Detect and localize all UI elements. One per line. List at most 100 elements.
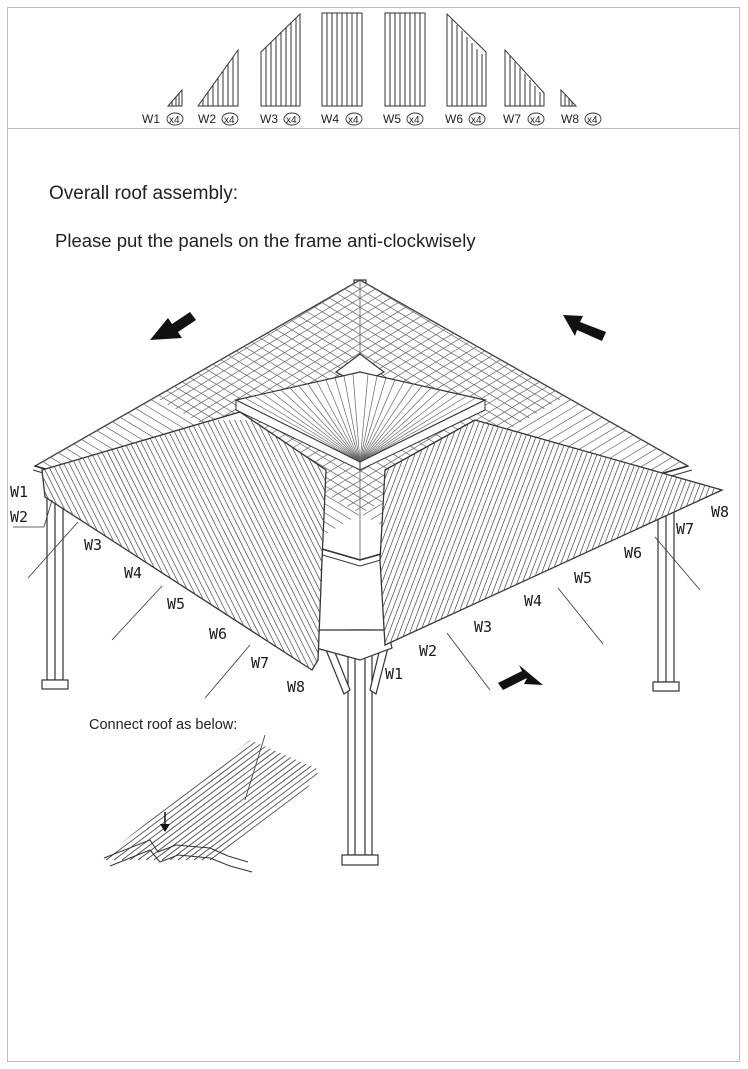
roof-rib	[383, 420, 495, 645]
roof-rib	[280, 389, 361, 463]
right-panel-labels: W1 W2 W3 W4 W5 W6 W7 W8	[385, 503, 729, 683]
roof-rib	[380, 420, 453, 645]
roof-connection-detail	[100, 734, 320, 873]
roof-rib	[283, 419, 326, 670]
part-w5-code: W5	[383, 112, 401, 126]
label-right-w6: W6	[624, 544, 642, 562]
roof-rib	[209, 740, 320, 861]
roof-rib	[113, 740, 275, 861]
roof-rib	[193, 740, 320, 861]
roof-rib	[244, 397, 361, 463]
roof-rib	[477, 420, 589, 645]
roof-rib	[380, 420, 469, 645]
label-left-w2: W2	[10, 508, 28, 526]
roof-rib	[250, 419, 326, 670]
label-left-w1: W1	[10, 483, 28, 501]
label-right-w5: W5	[574, 569, 592, 587]
roof-rib	[137, 740, 299, 861]
part-w6-qty: x4	[471, 115, 482, 126]
roof-rib	[289, 419, 326, 670]
roof-rib	[380, 420, 438, 645]
roof-rib	[179, 419, 320, 670]
roof-rib	[359, 385, 423, 463]
roof-rib	[380, 420, 433, 645]
part-w6-code: W6	[445, 112, 463, 126]
roof-rib	[359, 379, 396, 463]
part-w2-qty: x4	[224, 115, 235, 126]
roof-rib	[446, 420, 557, 645]
part-w3-qty: x4	[286, 115, 297, 126]
roof-rib	[380, 420, 459, 645]
part-w1-panel	[166, 88, 183, 107]
roof-rib	[267, 419, 326, 670]
roof-rib	[399, 420, 511, 645]
roof-rib	[461, 420, 573, 645]
roof-rib	[173, 419, 315, 670]
roof-rib	[198, 301, 400, 423]
roof-rib	[503, 420, 615, 645]
roof-rib	[467, 420, 578, 645]
roof-rib	[328, 297, 530, 419]
label-right-w4: W4	[524, 592, 542, 610]
roof-rib	[343, 375, 361, 463]
roof-rib	[331, 377, 532, 498]
part-w4-qty-badge	[345, 112, 363, 126]
part-w4-qty: x4	[348, 115, 359, 126]
connect-roof-note: Connect roof as below:	[89, 717, 238, 733]
roof-rib	[184, 419, 326, 670]
roof-rib	[212, 419, 326, 670]
label-left-w8: W8	[287, 678, 305, 696]
label-left-w7: W7	[251, 654, 269, 672]
roof-rib	[336, 292, 537, 414]
part-w8-panel	[560, 88, 578, 107]
roof-rib	[129, 740, 291, 861]
roof-rib	[359, 377, 387, 463]
roof-rib	[359, 373, 369, 463]
part-w6-panel	[446, 12, 487, 107]
left-panel-labels: W1 W2 W3 W4 W5 W6 W7 W8	[10, 483, 305, 696]
roof-rib	[145, 740, 307, 861]
roof-rib	[161, 740, 320, 861]
label-right-w3: W3	[474, 618, 492, 636]
part-w4-panel	[321, 12, 363, 107]
part-w8-qty: x4	[587, 115, 598, 126]
part-w5-panel	[384, 12, 426, 107]
part-w3-code: W3	[260, 112, 278, 126]
roof-rib	[359, 397, 477, 463]
label-left-w5: W5	[167, 595, 185, 613]
roof-rib	[352, 284, 553, 405]
section-heading: Overall roof assembly:	[49, 183, 239, 204]
roof-rib	[404, 420, 516, 645]
label-left-w4: W4	[124, 564, 142, 582]
roof-rib	[380, 420, 485, 645]
roof-rib	[105, 740, 267, 861]
arrow-icon	[498, 665, 543, 690]
label-right-w7: W7	[676, 520, 694, 538]
roof-rib	[420, 420, 531, 645]
part-w7-qty-badge	[527, 112, 545, 126]
roof-rib	[289, 387, 361, 463]
part-w2-qty-badge	[221, 112, 239, 126]
roof-rib	[359, 383, 414, 463]
roof-rib	[389, 420, 500, 645]
label-left-w6: W6	[209, 625, 227, 643]
roof-rib	[359, 387, 432, 463]
roof-rib	[380, 420, 448, 645]
roof-rib	[239, 419, 326, 670]
part-w7-code: W7	[503, 112, 521, 126]
roof-rib	[294, 419, 326, 670]
roof-rib	[380, 420, 427, 645]
roof-rib	[359, 375, 378, 463]
roof-rib	[359, 389, 441, 463]
parts-strip: W1 W2 W3 W4 W5 W6 W7 W8 x4 x4 x4 x4	[142, 12, 602, 126]
roof-rib	[456, 420, 568, 645]
part-w5-qty: x4	[409, 115, 420, 126]
label-right-w2: W2	[419, 642, 437, 660]
part-w1-code: W1	[142, 112, 160, 126]
roof-rib	[201, 740, 320, 861]
roof-rib	[325, 379, 361, 463]
part-w5-qty-badge	[406, 112, 424, 126]
roof-rib	[482, 420, 594, 645]
roof-rib	[190, 419, 326, 670]
